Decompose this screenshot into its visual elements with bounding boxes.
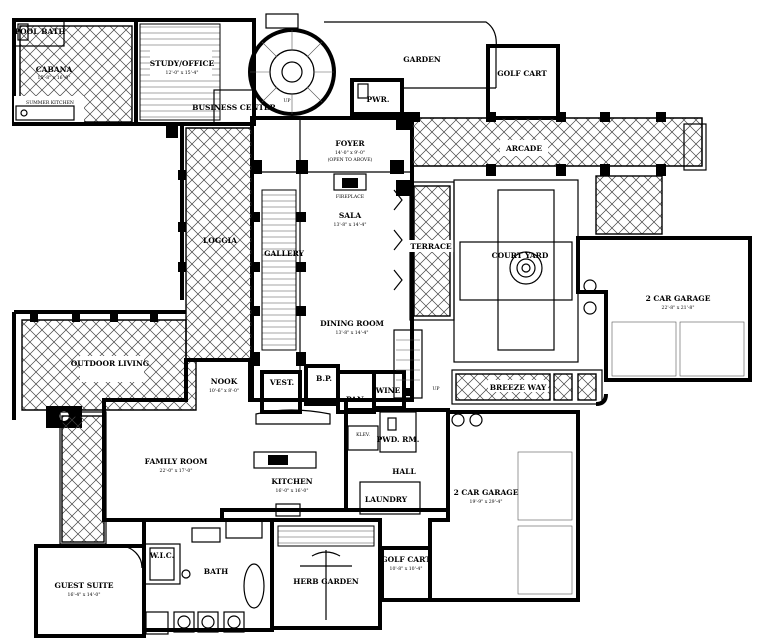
arcade-label: ARCADE bbox=[505, 144, 542, 153]
toilet-icon bbox=[17, 23, 29, 41]
study-label: STUDY/OFFICE bbox=[150, 59, 215, 68]
sala-dim: 13'-8" x 14'-4" bbox=[334, 222, 367, 228]
wic-label: W.I.C. bbox=[149, 551, 174, 560]
pwd-rm-label: PWD. RM. bbox=[377, 435, 420, 444]
cabana-wing bbox=[12, 18, 138, 126]
garage-right-dim: 22'-8" x 21'-8" bbox=[662, 305, 695, 311]
breeze-way bbox=[451, 369, 608, 406]
stair-up-label: UP bbox=[284, 98, 291, 104]
arcade bbox=[410, 112, 707, 235]
garage-right-label: 2 CAR GARAGE bbox=[646, 294, 711, 303]
fireplace-label: FIREPLACE bbox=[336, 194, 364, 200]
garage-bottom-label: 2 CAR GARAGE bbox=[454, 488, 519, 497]
foyer-dim: 14'-0" x 9'-0" bbox=[335, 150, 365, 156]
terrace-label: TERRACE bbox=[410, 242, 452, 251]
dining-room-label: DINING ROOM bbox=[320, 319, 384, 328]
guest-suite bbox=[34, 544, 146, 638]
family-room-dim: 22'-0" x 17'-0" bbox=[160, 468, 193, 474]
garden-label: GARDEN bbox=[403, 55, 441, 64]
laundry-label: LAUNDRY bbox=[365, 495, 408, 504]
nook-dim: 10'-6" x 8'-0" bbox=[209, 388, 239, 394]
summer-kitchen-label: SUMMER KITCHEN bbox=[26, 100, 74, 106]
hall-label: HALL bbox=[392, 467, 416, 476]
golf-cart-top-label: GOLF CART bbox=[497, 69, 547, 78]
bp-label: B.P. bbox=[316, 374, 332, 383]
business-center-label: BUSINESS CENTER bbox=[192, 103, 276, 112]
golf-cart-bottom-dim: 10'-8" x 10'-4" bbox=[390, 566, 423, 572]
garage-right bbox=[576, 236, 752, 382]
klev-label: KLEV. bbox=[356, 432, 370, 438]
kitchen-label: KITCHEN bbox=[271, 477, 312, 486]
breeze-way-label: BREEZE WAY bbox=[490, 383, 547, 392]
nook-label: NOOK bbox=[211, 377, 238, 386]
stair-up-label-2: UP bbox=[433, 386, 440, 392]
gallery-label: GALLERY bbox=[264, 249, 304, 258]
powder-top-label: PWR. bbox=[367, 95, 390, 104]
vest-label: VEST. bbox=[269, 378, 294, 387]
spiral-stair bbox=[248, 13, 336, 116]
side-walkway bbox=[59, 411, 107, 545]
room-labels: POOL BATH CABANA 15'-8" x 16'-0" SUMMER … bbox=[14, 27, 710, 598]
kitchen-dim: 16'-0" x 16'-0" bbox=[276, 488, 309, 494]
foyer-note: (OPEN TO ABOVE) bbox=[328, 156, 373, 163]
toilet-icon bbox=[387, 417, 397, 431]
pool-bath-label: POOL BATH bbox=[14, 27, 65, 36]
family-room-label: FAMILY ROOM bbox=[145, 457, 208, 466]
loggia-label: LOGGIA bbox=[203, 236, 237, 245]
toilet-icon bbox=[357, 83, 369, 99]
herb-garden-label: HERB GARDEN bbox=[293, 577, 359, 586]
dining-room-dim: 13'-8" x 14'-4" bbox=[336, 330, 369, 336]
garage-bottom-dim: 19'-9" x 29'-4" bbox=[470, 499, 503, 505]
cabana-dim: 15'-8" x 16'-0" bbox=[38, 75, 71, 81]
bath-label: BATH bbox=[204, 567, 228, 576]
court-yard-label: COURT YARD bbox=[492, 251, 549, 260]
guest-suite-label: GUEST SUITE bbox=[54, 581, 113, 590]
study-dim: 12'-0" x 15'-4" bbox=[166, 70, 199, 76]
pantry-label: PAN. bbox=[346, 395, 366, 404]
wine-label: WINE bbox=[375, 386, 401, 395]
fireplace-icon bbox=[342, 178, 358, 188]
cabana-label: CABANA bbox=[36, 65, 73, 74]
powder-room-top bbox=[350, 78, 404, 116]
golf-cart-bottom-label: GOLF CART bbox=[381, 555, 431, 564]
sala-label: SALA bbox=[339, 211, 362, 220]
foyer-label: FOYER bbox=[335, 139, 365, 148]
guest-suite-dim: 16'-4" x 14'-0" bbox=[68, 592, 101, 598]
outdoor-living-label-1: OUTDOOR LIVING bbox=[71, 359, 149, 368]
terrace bbox=[408, 181, 455, 321]
